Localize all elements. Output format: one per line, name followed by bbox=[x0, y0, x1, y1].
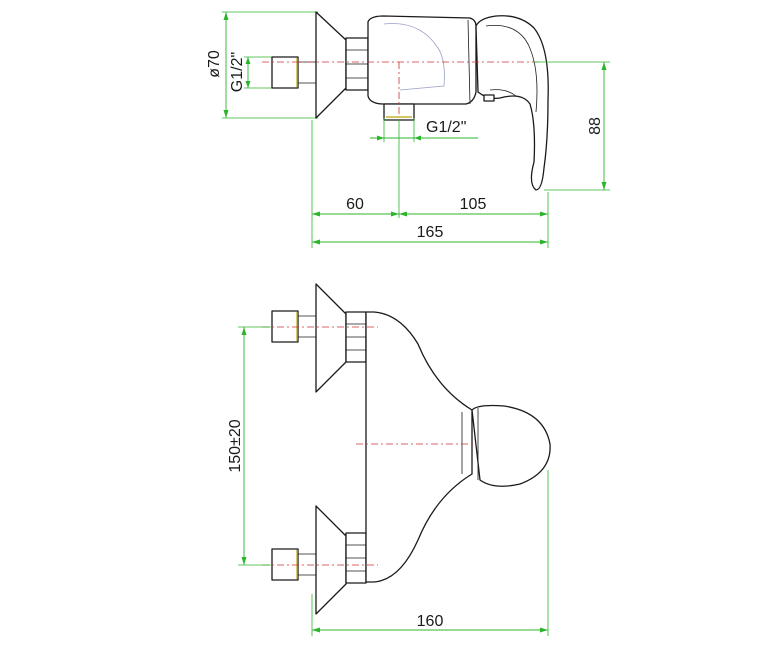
mixer-body bbox=[367, 15, 477, 105]
width-60-label: 60 bbox=[346, 196, 364, 213]
side-view bbox=[222, 11, 610, 248]
front-body bbox=[365, 311, 473, 583]
bottom-flange bbox=[315, 505, 347, 615]
height-label: 88 bbox=[587, 117, 604, 135]
width-105-label: 105 bbox=[460, 196, 487, 213]
top-flange bbox=[315, 283, 347, 393]
total-165-label: 165 bbox=[417, 224, 444, 241]
wall-flange bbox=[315, 11, 347, 119]
spacing-label: 150±20 bbox=[227, 419, 244, 472]
lever-handle bbox=[475, 15, 549, 191]
outlet-thread-label: G1/2" bbox=[426, 119, 466, 136]
inlet-thread-label: G1/2" bbox=[229, 52, 246, 92]
diameter-label: ø70 bbox=[206, 50, 223, 78]
front-handle bbox=[471, 404, 551, 487]
front-view bbox=[238, 283, 551, 636]
total-160-label: 160 bbox=[417, 613, 444, 630]
bottom-connector bbox=[271, 548, 299, 581]
top-connector bbox=[271, 310, 299, 343]
